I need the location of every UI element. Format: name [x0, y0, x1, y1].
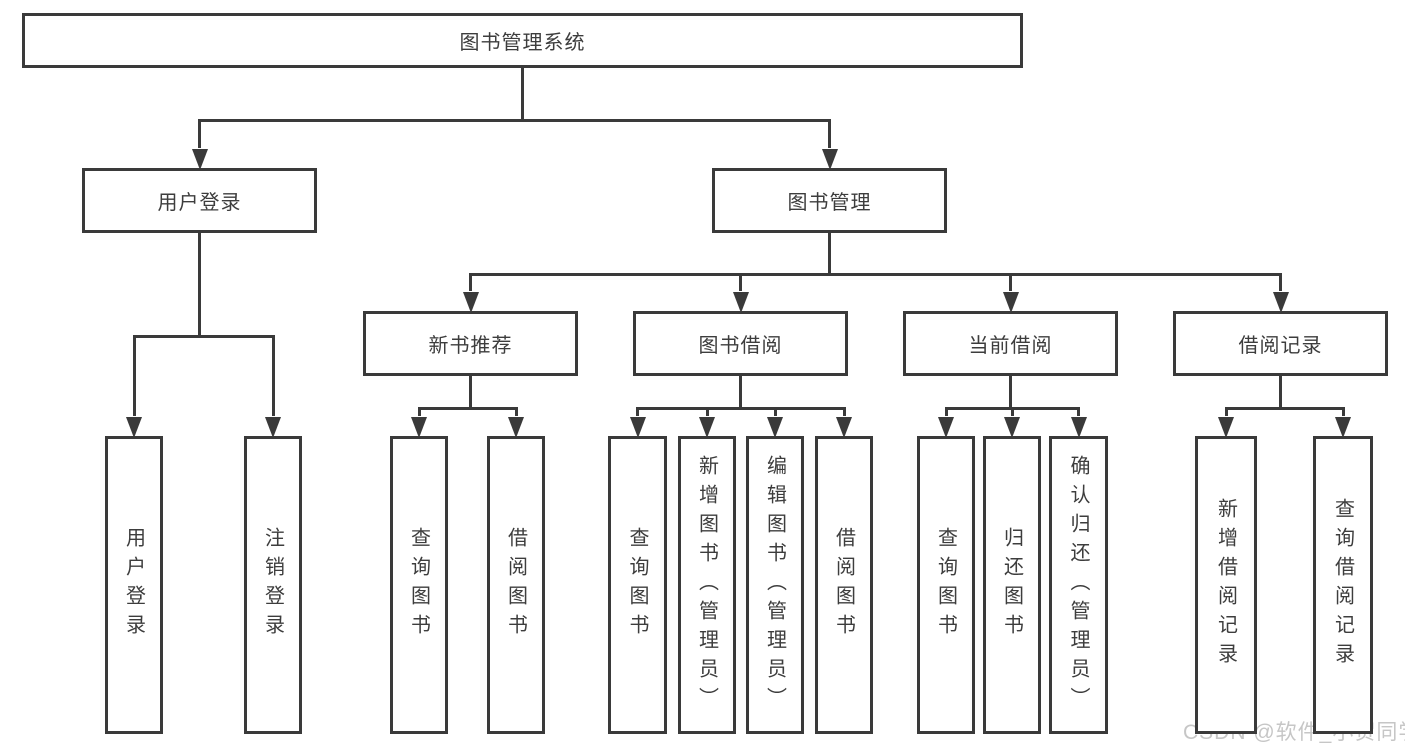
- connector-cb-query-books-arrow-down-icon: [938, 417, 954, 438]
- node-bb-borrow-books: 借阅图书: [815, 436, 873, 734]
- connector-stem-root: [521, 68, 524, 122]
- connector-drop-borrow-records: [1279, 273, 1282, 291]
- node-current-borrow: 当前借阅: [903, 311, 1118, 376]
- connector-drop-leaf-logout: [271, 335, 275, 416]
- connector-bar-borrow-records: [1224, 407, 1345, 410]
- connector-current-borrow-arrow-down-icon: [1002, 292, 1019, 313]
- node-user-login: 用户登录: [82, 168, 317, 233]
- node-rec-query-books: 查询图书: [390, 436, 448, 734]
- connector-drop-cb-return-books: [1010, 407, 1014, 416]
- connector-stem-borrow-records: [1279, 376, 1282, 410]
- connector-rec-borrow-books-arrow-down-icon: [508, 417, 524, 438]
- node-bb-edit-books: 编辑图书（管理员）: [746, 436, 804, 734]
- node-bb-query-books: 查询图书: [608, 436, 667, 734]
- node-leaf-logout: 注销登录: [244, 436, 302, 734]
- connector-book-borrow-arrow-down-icon: [732, 292, 749, 313]
- connector-leaf-logout-arrow-down-icon: [265, 417, 281, 438]
- connector-stem-new-book-rec: [469, 376, 472, 410]
- connector-bb-query-books-arrow-down-icon: [629, 417, 646, 438]
- node-br-query-record: 查询借阅记录: [1313, 436, 1373, 734]
- connector-drop-br-add-record: [1224, 407, 1228, 416]
- connector-bar-book-mgmt: [469, 273, 1282, 276]
- connector-bar-book-borrow: [636, 407, 846, 410]
- connector-drop-bb-borrow-books: [842, 407, 846, 416]
- connector-bar-root: [198, 119, 831, 122]
- connector-br-add-record-arrow-down-icon: [1218, 417, 1234, 438]
- connector-stem-book-mgmt: [828, 233, 831, 276]
- node-rec-borrow-books: 借阅图书: [487, 436, 545, 734]
- connector-stem-book-borrow: [739, 376, 742, 410]
- connector-drop-user-login: [198, 119, 201, 148]
- connector-bar-user-login: [132, 335, 275, 338]
- node-cb-query-books: 查询图书: [917, 436, 975, 734]
- node-borrow-records: 借阅记录: [1173, 311, 1388, 376]
- node-book-borrow: 图书借阅: [633, 311, 848, 376]
- connector-drop-rec-borrow-books: [514, 407, 518, 416]
- node-book-mgmt: 图书管理: [712, 168, 947, 233]
- connector-drop-bb-add-books: [705, 407, 709, 416]
- connector-rec-query-books-arrow-down-icon: [411, 417, 427, 438]
- node-cb-return-books: 归还图书: [983, 436, 1041, 734]
- connector-drop-br-query-record: [1341, 407, 1345, 416]
- node-cb-confirm-return: 确认归还（管理员）: [1049, 436, 1108, 734]
- connector-bb-edit-books-arrow-down-icon: [767, 417, 783, 438]
- connector-book-mgmt-arrow-down-icon: [821, 149, 838, 170]
- connector-drop-leaf-user-login: [132, 335, 136, 416]
- connector-drop-current-borrow: [1009, 273, 1012, 291]
- connector-leaf-user-login-arrow-down-icon: [126, 417, 142, 438]
- connector-bb-borrow-books-arrow-down-icon: [836, 417, 852, 438]
- connector-drop-cb-confirm-return: [1077, 407, 1080, 416]
- connector-drop-cb-query-books: [944, 407, 948, 416]
- connector-bb-add-books-arrow-down-icon: [699, 417, 715, 438]
- node-br-add-record: 新增借阅记录: [1195, 436, 1257, 734]
- connector-drop-bb-edit-books: [773, 407, 777, 416]
- connector-drop-bb-query-books: [636, 407, 639, 416]
- node-leaf-user-login: 用户登录: [105, 436, 163, 734]
- node-new-book-rec: 新书推荐: [363, 311, 578, 376]
- connector-br-query-record-arrow-down-icon: [1335, 417, 1351, 438]
- node-root: 图书管理系统: [22, 13, 1023, 68]
- connector-stem-current-borrow: [1009, 376, 1012, 410]
- connector-drop-rec-query-books: [417, 407, 421, 416]
- connector-cb-confirm-return-arrow-down-icon: [1070, 417, 1087, 438]
- connector-drop-new-book-rec: [469, 273, 472, 291]
- connector-drop-book-mgmt: [828, 119, 831, 148]
- connector-bar-new-book-rec: [417, 407, 518, 410]
- node-bb-add-books: 新增图书（管理员）: [678, 436, 736, 734]
- connector-cb-return-books-arrow-down-icon: [1004, 417, 1020, 438]
- connector-borrow-records-arrow-down-icon: [1272, 292, 1289, 313]
- connector-stem-user-login: [198, 233, 201, 338]
- connector-user-login-arrow-down-icon: [191, 149, 208, 170]
- connector-drop-book-borrow: [739, 273, 742, 291]
- connector-new-book-rec-arrow-down-icon: [462, 292, 479, 313]
